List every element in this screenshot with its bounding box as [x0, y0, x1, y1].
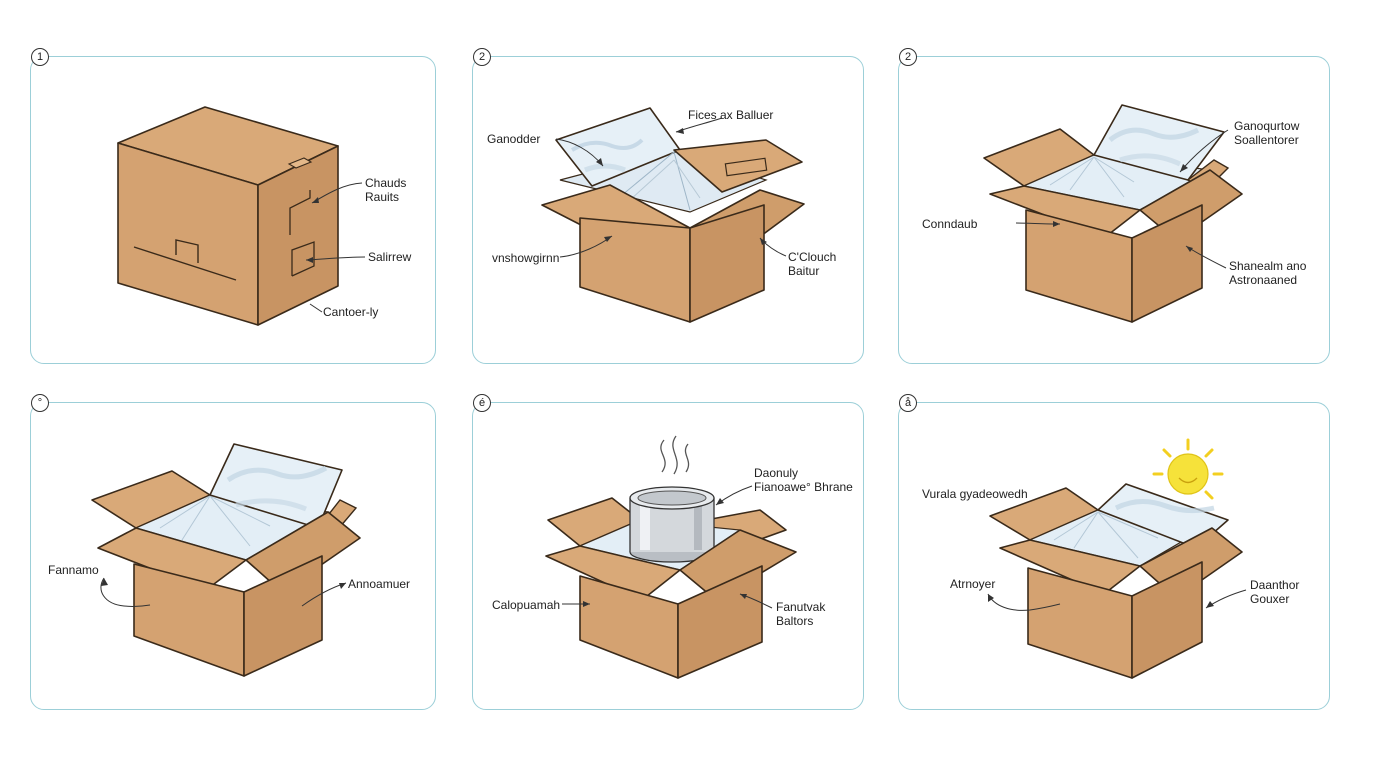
label-vurala-gyadeowedh: Vurala gyadeowedh — [922, 487, 1028, 501]
step-number-2: 2 — [473, 48, 491, 66]
label-calopuamah: Calopuamah — [492, 598, 561, 612]
label-ganodder: Ganodder — [487, 132, 541, 146]
step-number-1: 1 — [31, 48, 49, 66]
sun-icon — [1152, 438, 1224, 500]
step-number-4: ° — [31, 394, 49, 412]
step-number-6: å — [899, 394, 917, 412]
label-vnshowgirnn: vnshowgirnn — [492, 251, 560, 265]
label-ganoqurtow-soallentorer: Ganoqurtow Soallentorer — [1234, 119, 1300, 147]
label-fanutvak-baltors: Fanutvak Baltors — [776, 600, 826, 628]
label-annoamuer: Annoamuer — [348, 577, 411, 591]
label-salirrew: Salirrew — [368, 250, 412, 264]
step-number-3: 2 — [899, 48, 917, 66]
label-daonuly-fianoawe: Daonuly Fianoawe° Bhrane — [754, 466, 853, 494]
label-conndaub: Conndaub — [922, 217, 978, 231]
step-number-5: é — [473, 394, 491, 412]
label-atrnoyer: Atrnoyer — [950, 577, 996, 591]
label-c-clouch-baitur: C'Clouch Baitur — [788, 250, 837, 278]
label-chauds-rauits: Chauds Rauits — [365, 176, 407, 204]
label-daanthor-gouxer: Daanthor Gouxer — [1250, 578, 1300, 606]
label-shanealm-astronaaned: Shanealm ano Astronaaned — [1229, 259, 1307, 287]
label-cantoer-ly: Cantoer-ly — [323, 305, 379, 319]
label-fannamo: Fannamo — [48, 563, 99, 577]
label-fices-ax-balluer: Fices ax Balluer — [688, 108, 774, 122]
